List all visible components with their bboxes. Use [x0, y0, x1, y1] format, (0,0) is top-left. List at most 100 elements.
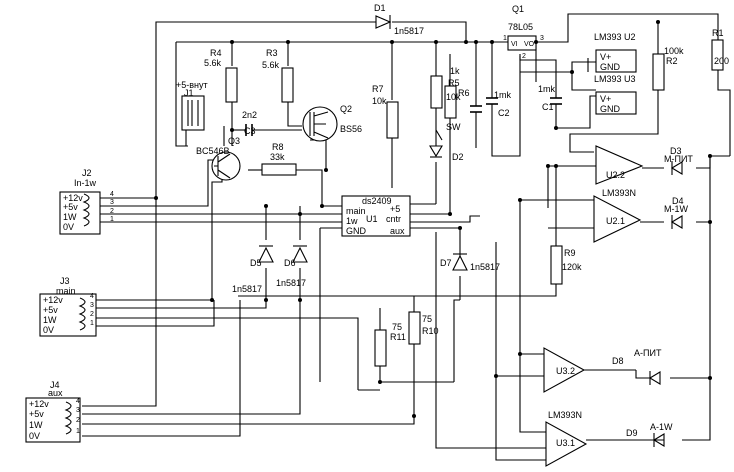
j4-pin-num-1: 1: [76, 428, 80, 435]
q2-value: BS56: [340, 124, 362, 134]
diode-d7: [452, 244, 468, 271]
q1-pin-gnd: 2: [522, 53, 526, 60]
j3-pin-5v: +5v: [43, 305, 58, 315]
r3-ref: R3: [266, 48, 278, 58]
j2-pin-num-3: 3: [110, 199, 114, 206]
u2-gnd: GND: [600, 62, 621, 72]
resistor-r1: [711, 39, 724, 71]
d5-value: 1n5817: [232, 284, 262, 294]
q1-pin-vo: 3: [540, 35, 544, 42]
j3-pin-1w: 1W: [43, 315, 57, 325]
j4-ref: J4: [50, 380, 60, 390]
j4-pin-num-4: 4: [76, 398, 80, 405]
u1-pin-1w: 1w: [346, 216, 358, 226]
connector-j3-body: [39, 293, 97, 337]
c3-value: 2n2: [242, 110, 257, 120]
d6-ref: D6: [284, 258, 296, 268]
resistor-r6: [444, 85, 457, 119]
j2-pin-5v: +5v: [63, 202, 78, 212]
d1-value: 1n5817: [394, 26, 424, 36]
j2-pin-12v: +12v: [63, 193, 83, 203]
u1-pin-aux: aux: [390, 226, 405, 236]
d8-value: А-ПИТ: [634, 348, 662, 358]
comparator-u3-1: [545, 421, 588, 467]
comparator-u3-2: [543, 347, 586, 393]
u3-1-part: LM393N: [548, 410, 582, 420]
r8-value: 33k: [270, 152, 285, 162]
j4-pin-5v: +5v: [29, 409, 44, 419]
q1-value: 78L05: [508, 22, 533, 32]
u3-1-ref: U3.1: [556, 438, 575, 448]
d3-value: M-ПИТ: [664, 154, 693, 164]
r1-ref: R1: [712, 28, 724, 38]
j4-pin-num-2: 2: [76, 417, 80, 424]
j3-pin-num-2: 2: [90, 311, 94, 318]
j3-pin-0v: 0V: [43, 325, 54, 335]
connector-j2-body: [59, 191, 101, 235]
resistor-r9: [550, 245, 563, 285]
d6-value: 1n5817: [276, 278, 306, 288]
wires: [82, 13, 731, 461]
diode-d6: [292, 245, 308, 263]
switch-sw: [435, 129, 443, 141]
d2-ref: D2: [452, 152, 464, 162]
j4-pin-1w: 1W: [29, 420, 43, 430]
u1-pin-cntr: cntr: [386, 214, 401, 224]
j3-pin-12v: +12v: [43, 295, 63, 305]
j3-ref: J3: [60, 276, 70, 286]
j4-name: aux: [48, 388, 63, 398]
u3-2-ref: U3.2: [556, 366, 575, 376]
u2-vplus: V+: [600, 52, 611, 62]
r5-value: 1k: [450, 66, 460, 76]
ic-u1-ds2409: [341, 195, 411, 237]
led-d3: [670, 161, 683, 175]
resistor-r7: [386, 101, 399, 139]
d3-ref: D3: [670, 146, 682, 156]
j4-pin-0v: 0V: [29, 431, 40, 441]
r4-value: 5.6k: [204, 58, 222, 68]
r5-ref: R5: [448, 78, 460, 88]
diode-d1: [375, 15, 392, 29]
d1-ref: D1: [374, 3, 386, 13]
j3-name: main: [56, 286, 76, 296]
r3-value: 5.6k: [262, 60, 280, 70]
u3-vplus: V+: [600, 94, 611, 104]
r1-value: 200: [714, 56, 729, 66]
j2-pin-0v: 0V: [63, 222, 74, 232]
j2-pin-num-1: 1: [110, 216, 114, 223]
j3-pin-num-4: 4: [90, 293, 94, 300]
sw-ref: SW: [446, 122, 461, 132]
capacitor-c1: [486, 97, 562, 105]
resistor-r10: [408, 311, 421, 345]
r2-ref: R2: [666, 56, 678, 66]
capacitor-c3: [232, 124, 253, 136]
transistor-q3: [211, 151, 241, 181]
resistor-r3: [281, 67, 294, 103]
r6-value: 10k: [446, 92, 461, 102]
c2-ref: C2: [498, 108, 510, 118]
j2-name: In-1w: [74, 178, 97, 188]
u2-1-ref: U2.1: [606, 216, 625, 226]
resistor-r2: [652, 53, 665, 91]
capacitor-c2: [470, 105, 482, 113]
r7-value: 10k: [372, 96, 387, 106]
j2-pin-num-4: 4: [110, 191, 114, 198]
u2-2-ref: U2.2: [606, 170, 625, 180]
d4-value: M-1W: [664, 204, 688, 214]
connector-j4-body: [25, 397, 81, 443]
r2-value: 100k: [664, 46, 684, 56]
comparator-u2-2: [595, 145, 644, 185]
u3-top-ref: LM393 U3: [594, 74, 636, 84]
j1-value: +5-внут: [176, 80, 208, 90]
q1-pin-vi: 1: [503, 35, 507, 42]
j2-pin-1w: 1W: [63, 212, 77, 222]
labels: D1 1n5817 Q1 78L05 VI VO 1 3 2 LM393 U2 …: [29, 3, 729, 448]
d9-ref: D9: [626, 428, 638, 438]
led-d8: [635, 370, 661, 385]
r11-value: 75: [392, 322, 402, 332]
resistor-r4: [225, 67, 238, 103]
r7-ref: R7: [372, 84, 384, 94]
d8-ref: D8: [612, 356, 624, 366]
